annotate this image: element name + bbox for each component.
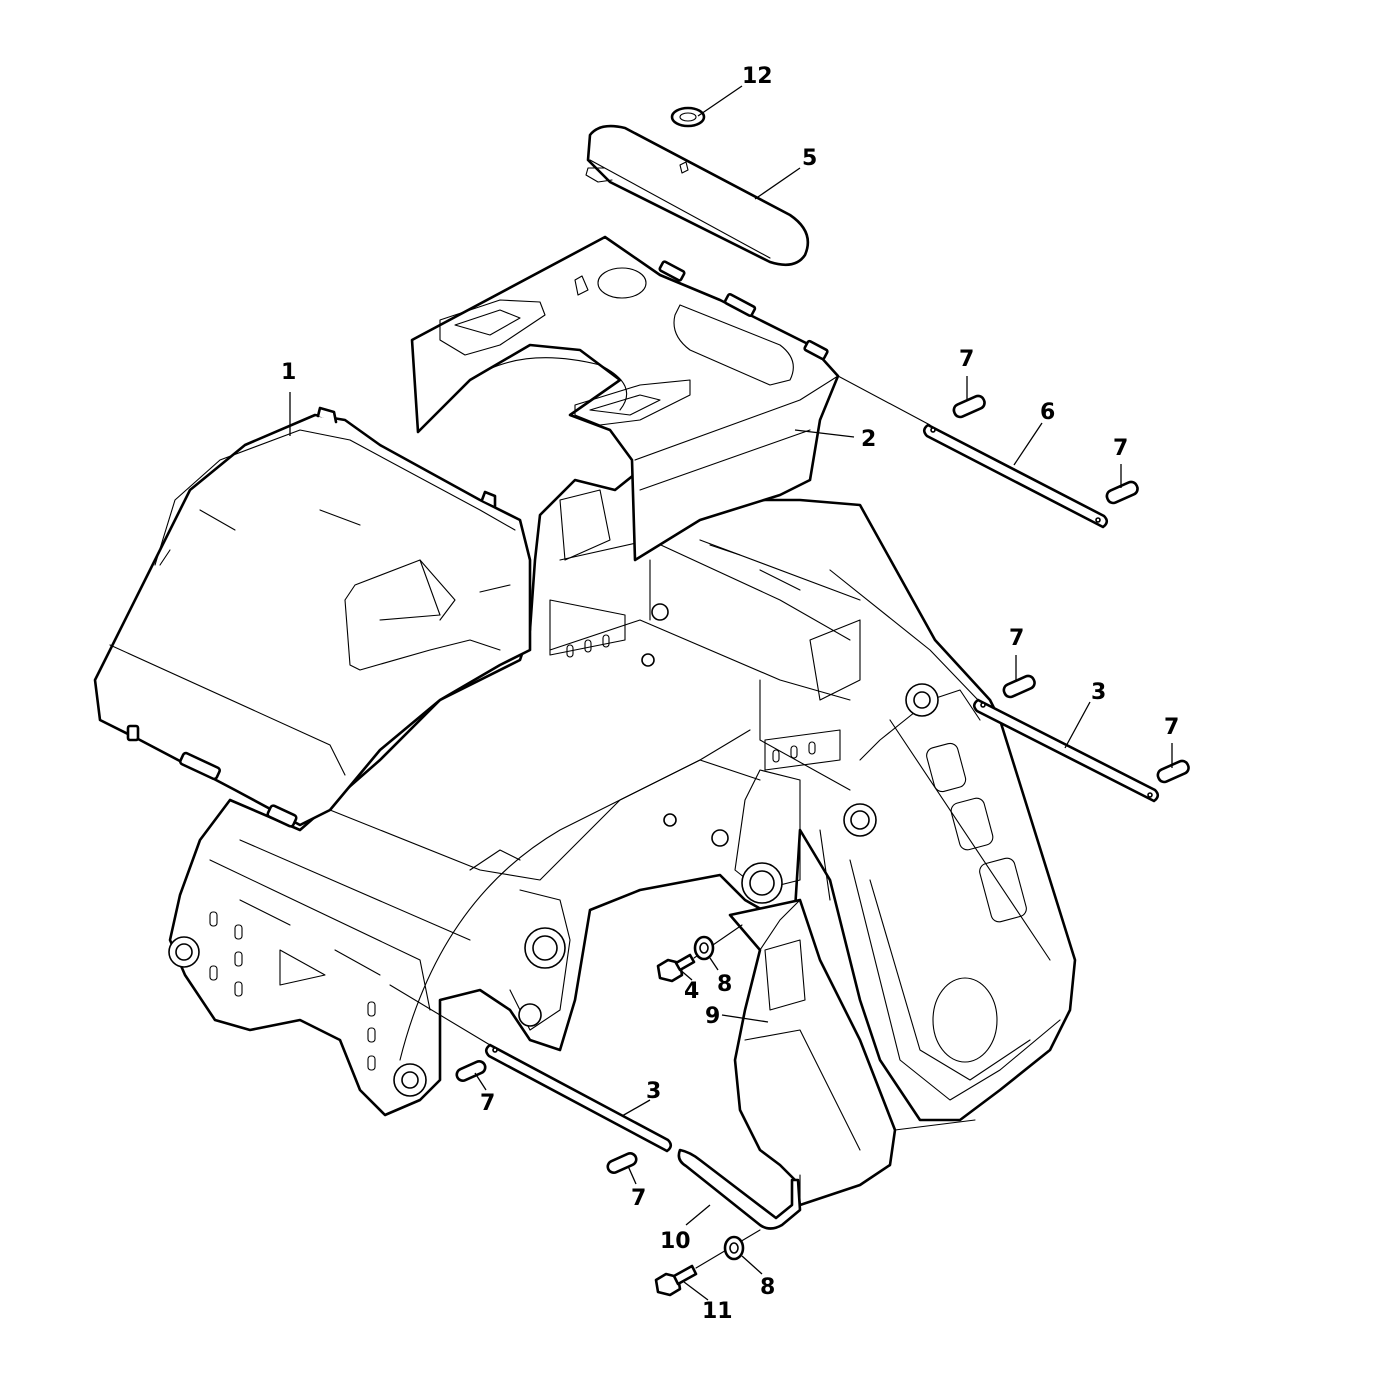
washer-upper bbox=[693, 935, 715, 961]
callout-6: 6 bbox=[1040, 400, 1055, 425]
pin-right bbox=[829, 569, 1160, 803]
callout-1: 1 bbox=[281, 360, 296, 385]
callout-4: 4 bbox=[684, 979, 699, 1004]
callout-9: 9 bbox=[705, 1004, 720, 1029]
pin-upper bbox=[837, 375, 1109, 529]
callout-7-a: 7 bbox=[959, 347, 974, 372]
callout-7-e: 7 bbox=[480, 1091, 495, 1116]
callout-3-right: 3 bbox=[1091, 680, 1106, 705]
callout-labels: 1 2 3 3 4 5 6 7 7 7 7 7 7 8 8 9 10 11 12 bbox=[281, 64, 1179, 1324]
top-plate bbox=[585, 124, 810, 267]
upper-cover bbox=[410, 235, 840, 562]
clip bbox=[670, 106, 706, 128]
bolt-upper bbox=[656, 924, 743, 983]
callout-3-lower: 3 bbox=[646, 1079, 661, 1104]
callout-11: 11 bbox=[702, 1299, 733, 1324]
callout-8-b: 8 bbox=[760, 1275, 775, 1300]
callout-7-c: 7 bbox=[1009, 626, 1024, 651]
pin-lower bbox=[389, 984, 673, 1153]
callout-12: 12 bbox=[742, 64, 773, 89]
leader-lines bbox=[289, 85, 1173, 1301]
frame-slots bbox=[209, 634, 816, 1071]
roll-pins bbox=[455, 394, 1190, 1174]
washer-lower bbox=[723, 1235, 745, 1261]
callout-7-f: 7 bbox=[631, 1186, 646, 1211]
callout-10: 10 bbox=[660, 1229, 691, 1254]
callout-2: 2 bbox=[861, 427, 876, 452]
rear-cover bbox=[93, 406, 532, 828]
callout-7-d: 7 bbox=[1164, 715, 1179, 740]
callout-8-a: 8 bbox=[717, 972, 732, 997]
callout-7-b: 7 bbox=[1113, 436, 1128, 461]
callout-5: 5 bbox=[802, 146, 817, 171]
bracket bbox=[677, 1148, 802, 1230]
main-frame bbox=[168, 468, 1077, 1122]
bolt-lower bbox=[654, 1229, 761, 1297]
